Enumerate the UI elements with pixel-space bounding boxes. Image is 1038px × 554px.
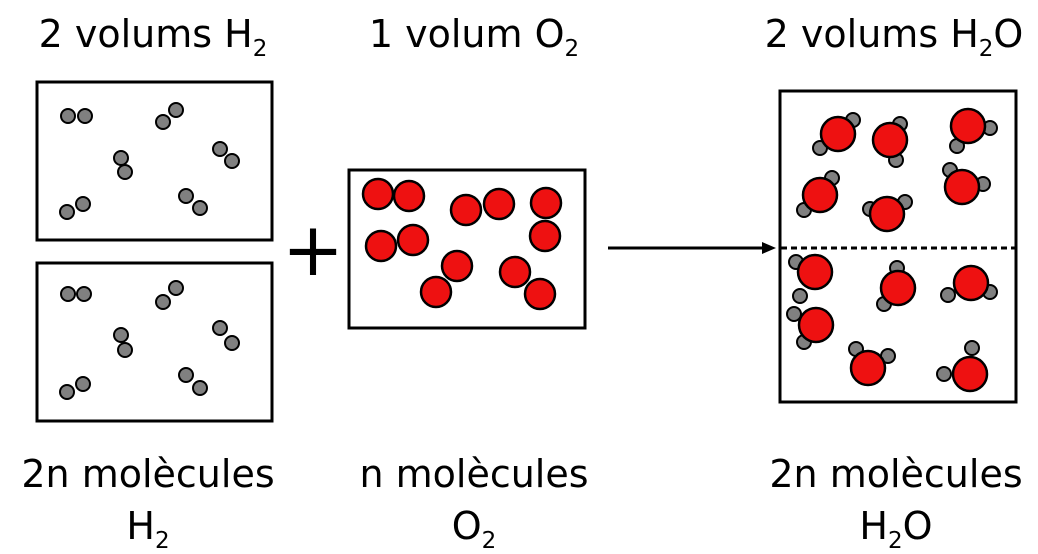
oxygen-atom	[879, 269, 917, 307]
oxygen-atom	[482, 187, 516, 221]
oxygen-atom	[943, 168, 981, 206]
hydrogen-atom	[168, 280, 184, 296]
h2o-box	[778, 89, 1018, 404]
label-line1: 2n molècules	[21, 452, 275, 496]
oxygen-atom	[528, 219, 562, 253]
label-molecules-o2: n molècules O2	[359, 448, 589, 553]
oxygen-atom	[952, 264, 990, 302]
oxygen-atom	[868, 195, 906, 233]
molecules	[59, 102, 998, 400]
hydrogen-atom	[964, 340, 980, 356]
oxygen-atom	[951, 355, 989, 393]
hydrogen-atom	[212, 320, 228, 336]
oxygen-atom	[819, 115, 857, 153]
oxygen-atom	[361, 177, 395, 211]
hydrogen-atom	[117, 164, 133, 180]
hydrogen-atom	[113, 150, 129, 166]
oxygen-atom	[440, 249, 474, 283]
label-text: H	[859, 504, 889, 548]
hydrogen-atom	[178, 188, 194, 204]
label-volume-h2: 2 volums H2	[38, 12, 268, 61]
label-suffix: O	[993, 12, 1024, 56]
hydrogen-atom	[936, 366, 952, 382]
label-text: H	[126, 504, 155, 548]
label-volume-h2o: 2 volums H2O	[764, 12, 1024, 61]
hydrogen-atom	[60, 286, 76, 302]
oxygen-atom	[796, 253, 834, 291]
label-line2: H2O	[769, 500, 1022, 553]
hydrogen-atom	[224, 335, 240, 351]
hydrogen-atom	[792, 288, 808, 304]
oxygen-atom	[797, 306, 835, 344]
oxygen-atom	[396, 223, 430, 257]
reaction-arrow-head	[762, 242, 776, 254]
hydrogen-atom	[192, 380, 208, 396]
plus-sign: +	[282, 207, 344, 293]
oxygen-atom	[419, 275, 453, 309]
oxygen-atom	[364, 229, 398, 263]
hydrogen-atom	[192, 200, 208, 216]
hydrogen-atom	[155, 294, 171, 310]
label-text: 1 volum O	[368, 12, 565, 56]
hydrogen-atom	[155, 114, 171, 130]
hydrogen-atom	[940, 287, 956, 303]
label-line1: 2n molècules	[769, 452, 1023, 496]
label-text: 2 volums H	[764, 12, 979, 56]
o2-box	[347, 168, 587, 330]
oxygen-atom	[392, 179, 426, 213]
label-subscript: 2	[564, 36, 580, 62]
hydrogen-atom	[117, 342, 133, 358]
oxygen-atom	[449, 193, 483, 227]
label-subscript: 2	[252, 36, 268, 62]
hydrogen-atom	[77, 108, 93, 124]
oxygen-atom	[523, 277, 557, 311]
hydrogen-atom	[60, 108, 76, 124]
hydrogen-atom	[76, 286, 92, 302]
hydrogen-atom	[224, 153, 240, 169]
label-text: 2 volums H	[38, 12, 253, 56]
hydrogen-atom	[75, 196, 91, 212]
label-molecules-h2o: 2n molècules H2O	[769, 448, 1023, 553]
hydrogen-atom	[113, 327, 129, 343]
oxygen-atom	[498, 255, 532, 289]
oxygen-atom	[849, 349, 887, 387]
hydrogen-atom	[168, 102, 184, 118]
oxygen-atom	[529, 186, 563, 220]
oxygen-atom	[871, 121, 909, 159]
oxygen-atom	[801, 176, 839, 214]
hydrogen-atom	[786, 306, 802, 322]
h2-box-bottom	[35, 261, 274, 423]
hydrogen-atom	[59, 384, 75, 400]
hydrogen-atom	[212, 141, 228, 157]
label-suffix: O	[902, 504, 933, 548]
oxygen-atom	[949, 107, 987, 145]
hydrogen-atom	[75, 376, 91, 392]
label-text: O	[451, 504, 482, 548]
hydrogen-atom	[178, 367, 194, 383]
label-subscript: 2	[978, 36, 994, 62]
label-volume-o2: 1 volum O2	[368, 12, 579, 61]
hydrogen-atom	[59, 204, 75, 220]
label-line1: n molècules	[359, 452, 589, 496]
h2-box-top	[35, 80, 274, 242]
